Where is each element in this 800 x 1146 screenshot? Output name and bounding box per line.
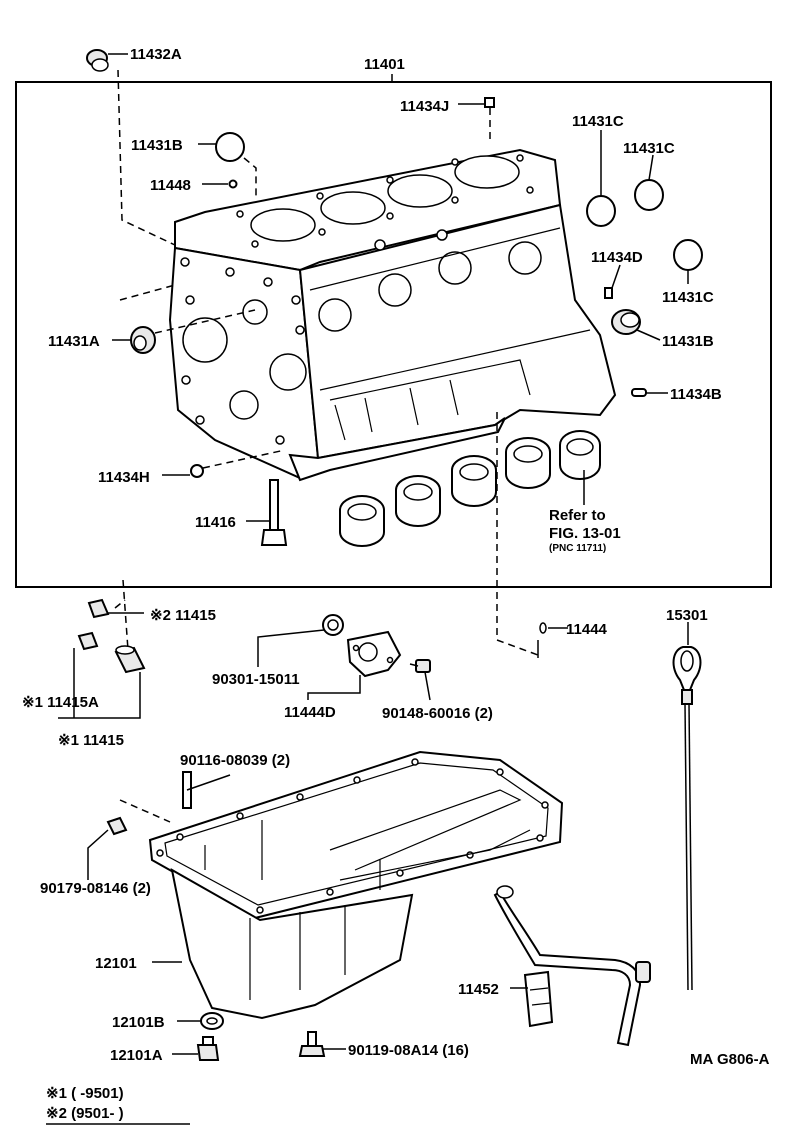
stud-11416 [246, 479, 288, 546]
label-11444D: 11444D [284, 704, 336, 721]
plug-11415 [87, 579, 144, 651]
label-11431A: 11431A [48, 333, 100, 350]
label-pnc: (PNC 11711) [549, 543, 606, 554]
label-11431C-1: 11431C [572, 113, 624, 130]
label-11415A: ※1 11415A [22, 694, 99, 711]
assembly-frame [15, 81, 772, 588]
label-15301: 15301 [666, 607, 708, 624]
label-90179: 90179-08146 (2) [40, 880, 151, 897]
label-11431B-top: 11431B [131, 137, 183, 154]
plug-11434H [190, 464, 204, 478]
label-11431B-right: 11431B [662, 333, 714, 350]
label-11416: 11416 [195, 514, 236, 531]
label-11434H: 11434H [98, 469, 150, 486]
plug-11415-lower [58, 645, 146, 719]
label-11431C-2: 11431C [623, 140, 675, 157]
label-12101A: 12101A [110, 1047, 163, 1064]
nut-90179 [87, 816, 128, 880]
label-11434J: 11434J [400, 98, 449, 115]
label-90116: 90116-08039 (2) [180, 752, 290, 769]
cylinder-block [168, 148, 617, 482]
drain-plug-12101A [172, 1036, 220, 1061]
label-90148: 90148-60016 (2) [382, 705, 493, 722]
label-11415-a: ※2 11415 [150, 607, 216, 624]
oil-pan-12101 [148, 750, 564, 1020]
main-bearings [339, 430, 601, 547]
label-fig: FIG. 13-01 [549, 525, 621, 542]
dipstick-15301 [672, 622, 702, 991]
gasket-12101B [177, 1012, 224, 1030]
label-11448: 11448 [150, 177, 191, 194]
label-90301: 90301-15011 [212, 671, 300, 688]
plug-11415A [73, 631, 99, 718]
label-11401: 11401 [364, 56, 405, 73]
label-90119: 90119-08A14 (16) [348, 1042, 469, 1059]
label-11431C-3: 11431C [662, 289, 714, 306]
dipstick-guide-11452 [493, 885, 651, 1047]
footnote-2: ※2 (9501- ) [46, 1105, 124, 1122]
pin-11434B [631, 388, 647, 397]
label-11432A: 11432A [130, 46, 182, 63]
plug-11432A [86, 49, 176, 246]
label-11434B: 11434B [670, 386, 722, 403]
label-12101: 12101 [95, 955, 137, 972]
plug-11431C-3 [673, 239, 703, 271]
footnote-1: ※1 ( -9501) [46, 1085, 124, 1102]
oil-strainer-gasket-group [257, 614, 431, 701]
plug-11431C-1 [586, 195, 616, 227]
plug-11431B-right [611, 309, 661, 341]
label-12101B: 12101B [112, 1014, 165, 1031]
pin-11434D [604, 287, 613, 299]
label-11452: 11452 [458, 981, 499, 998]
plug-11431B-top [215, 132, 245, 162]
label-diagram-id: MA G806-A [690, 1051, 770, 1068]
label-11415-b: ※1 11415 [58, 732, 124, 749]
label-11444: 11444 [566, 621, 608, 638]
plug-11434J [484, 97, 495, 108]
label-11434D: 11434D [591, 249, 643, 266]
ring-11444 [537, 622, 568, 658]
plug-11431A [112, 284, 256, 354]
pin-11448 [228, 179, 238, 189]
plug-11431C-2 [634, 179, 664, 211]
bolt-90119 [298, 1031, 346, 1057]
stud-90116 [182, 771, 231, 809]
label-refer-to: Refer to [549, 507, 606, 524]
